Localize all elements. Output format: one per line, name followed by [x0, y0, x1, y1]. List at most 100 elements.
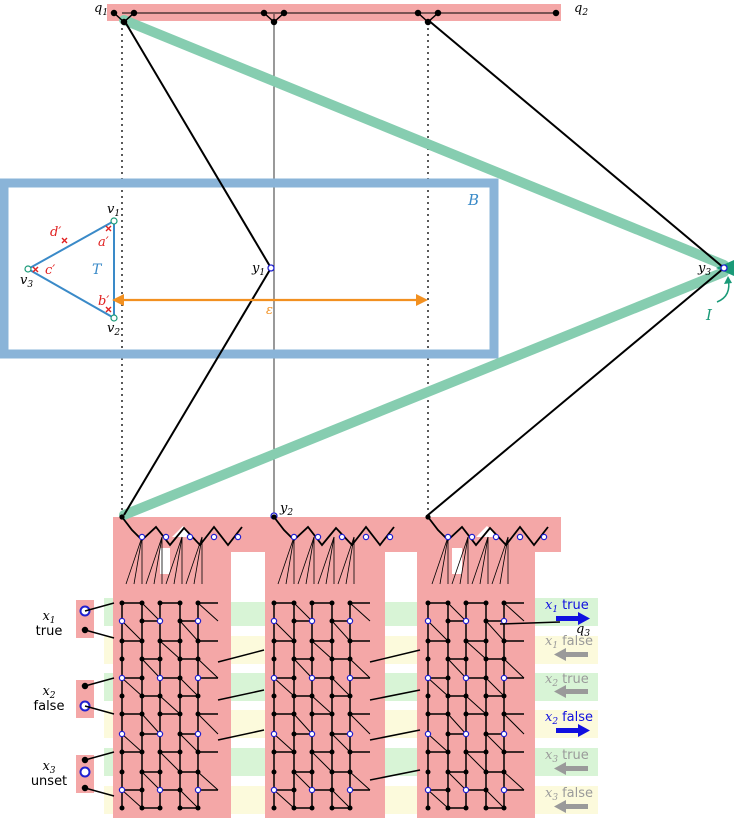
- strip-node-open: [186, 533, 194, 541]
- gadget-node-open: [270, 617, 278, 625]
- fan-line: [125, 536, 143, 585]
- gadget-node: [329, 693, 335, 699]
- grid-diag: [427, 789, 449, 809]
- fan-line: [337, 536, 355, 585]
- gadget-node: [177, 675, 183, 681]
- gadget-node: [139, 769, 145, 775]
- gadget-node: [483, 731, 489, 737]
- gadget-node: [291, 749, 297, 755]
- grid-diag: [293, 713, 313, 735]
- gadget-node-open: [346, 730, 354, 738]
- gadget-node: [501, 656, 507, 662]
- pink-gadgets: [76, 4, 561, 818]
- grid-diag: [293, 658, 313, 679]
- gadget-node: [483, 638, 489, 644]
- link-edge: [217, 689, 265, 701]
- grid-diag: [349, 713, 371, 735]
- gadget-node: [157, 749, 163, 755]
- gadget-node-open: [194, 730, 202, 738]
- gadget-node: [139, 675, 145, 681]
- gadget-node-open: [462, 674, 470, 682]
- gadget-node: [501, 749, 507, 755]
- gadget-node: [501, 638, 507, 644]
- fan-line: [451, 536, 469, 585]
- gadget-node-open: [500, 730, 508, 738]
- grid-diag: [273, 620, 295, 642]
- fan-line: [459, 536, 469, 585]
- grid-diag: [503, 658, 525, 679]
- gadget-node: [483, 805, 489, 811]
- fan-line: [499, 536, 509, 585]
- gadget-node: [195, 711, 201, 717]
- triangle-T: [24, 217, 118, 322]
- strip-node-open: [162, 533, 170, 541]
- gadget-node-open: [424, 617, 432, 625]
- grid-diag: [485, 677, 505, 697]
- label-v3: v3: [20, 273, 33, 290]
- var-x2-name: x2: [42, 684, 55, 701]
- gadget-node: [445, 787, 451, 793]
- gadget-node-open: [308, 786, 316, 794]
- gadget-node: [347, 749, 353, 755]
- grid-diag: [179, 733, 199, 753]
- grid-diag: [427, 620, 449, 642]
- grid-diag: [485, 733, 505, 753]
- gadget-node: [195, 693, 201, 699]
- gadget-node: [119, 600, 125, 606]
- fan-line: [479, 536, 489, 585]
- grid-diag: [465, 640, 487, 660]
- gadget-node: [445, 600, 451, 606]
- grid-diag: [179, 789, 199, 809]
- gadget-node: [463, 749, 469, 755]
- gadget-node: [483, 618, 489, 624]
- fan-line: [165, 536, 183, 585]
- label-T: T: [92, 262, 103, 278]
- gadget-node: [291, 618, 297, 624]
- gadget-node: [309, 638, 315, 644]
- grid-diag: [197, 771, 219, 791]
- gadget-node: [119, 711, 125, 717]
- gadget-node: [139, 600, 145, 606]
- gadget-node: [139, 805, 145, 811]
- gadget-node: [119, 638, 125, 644]
- gadget-node-open: [500, 617, 508, 625]
- gadget-node: [329, 656, 335, 662]
- strip-node-open: [540, 533, 548, 541]
- grid-diag: [121, 677, 143, 697]
- grid-diag: [349, 602, 371, 622]
- gadget-node: [329, 618, 335, 624]
- gadget-node: [483, 675, 489, 681]
- gadget-node: [177, 638, 183, 644]
- gadget-node-open: [156, 786, 164, 794]
- gadget-node: [119, 749, 125, 755]
- grid-diag: [197, 713, 219, 735]
- gadget-node: [139, 731, 145, 737]
- gadget-node: [347, 693, 353, 699]
- label-y2: y2: [279, 501, 293, 518]
- gadget-node: [483, 693, 489, 699]
- grid-diag: [503, 713, 525, 735]
- gadget-node: [271, 711, 277, 717]
- gadget-node: [195, 656, 201, 662]
- gadget-node: [309, 656, 315, 662]
- grid-diag: [465, 751, 487, 773]
- gadget-node: [483, 600, 489, 606]
- gadget-node: [463, 711, 469, 717]
- label-q3: q3: [576, 622, 590, 639]
- grid-diag: [121, 733, 143, 753]
- gadget-node-open: [156, 674, 164, 682]
- strip-node-open: [362, 533, 370, 541]
- strip-node-open: [138, 533, 146, 541]
- gadget-node-open: [308, 617, 316, 625]
- gadget-node: [195, 805, 201, 811]
- label-v1: v1: [107, 202, 120, 219]
- fan-line: [317, 536, 335, 585]
- strip-node-open: [314, 533, 322, 541]
- gadget-node-open: [424, 786, 432, 794]
- var-x2-state: false: [34, 699, 65, 714]
- gadget-node: [501, 805, 507, 811]
- gadget-node: [291, 638, 297, 644]
- arrow-x3-false: [554, 800, 588, 813]
